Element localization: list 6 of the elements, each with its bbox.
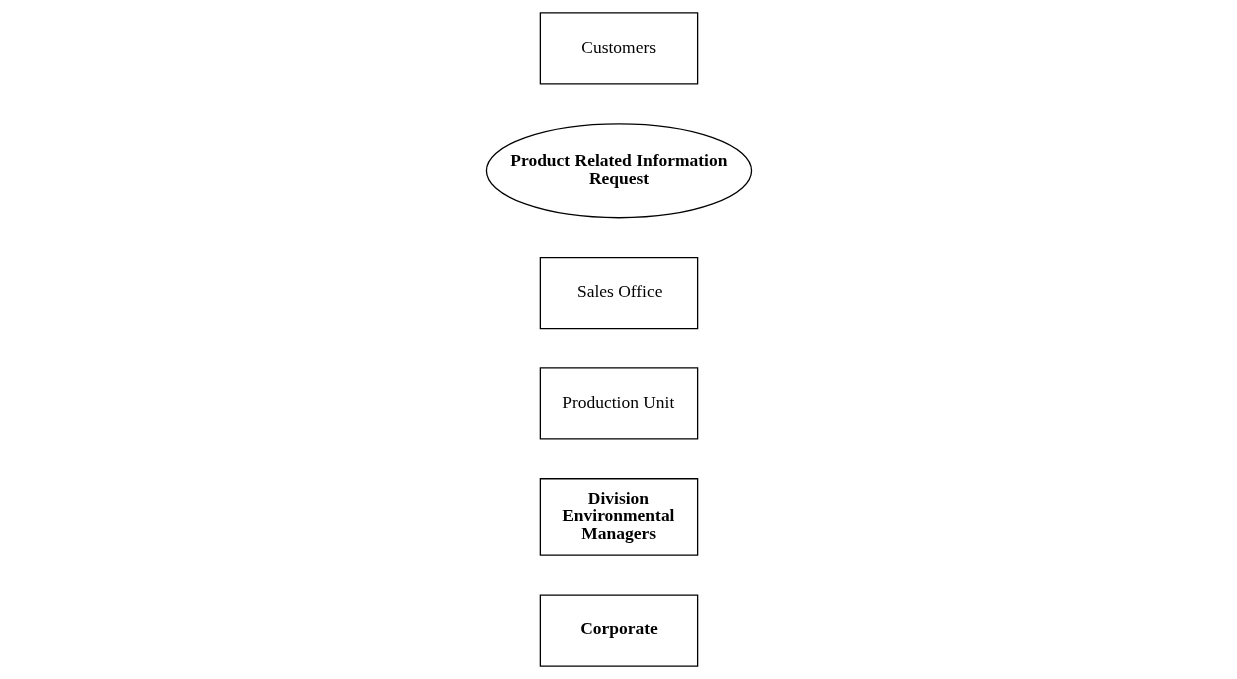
node-ellipse: Product Related Information Request	[485, 123, 752, 219]
node-box: Production Unit	[539, 367, 698, 440]
node-box: Sales Office	[539, 256, 698, 330]
node-box: Customers	[539, 12, 698, 85]
node-box: Division Environmental Managers	[539, 478, 698, 556]
node-box: Corporate	[539, 594, 698, 667]
